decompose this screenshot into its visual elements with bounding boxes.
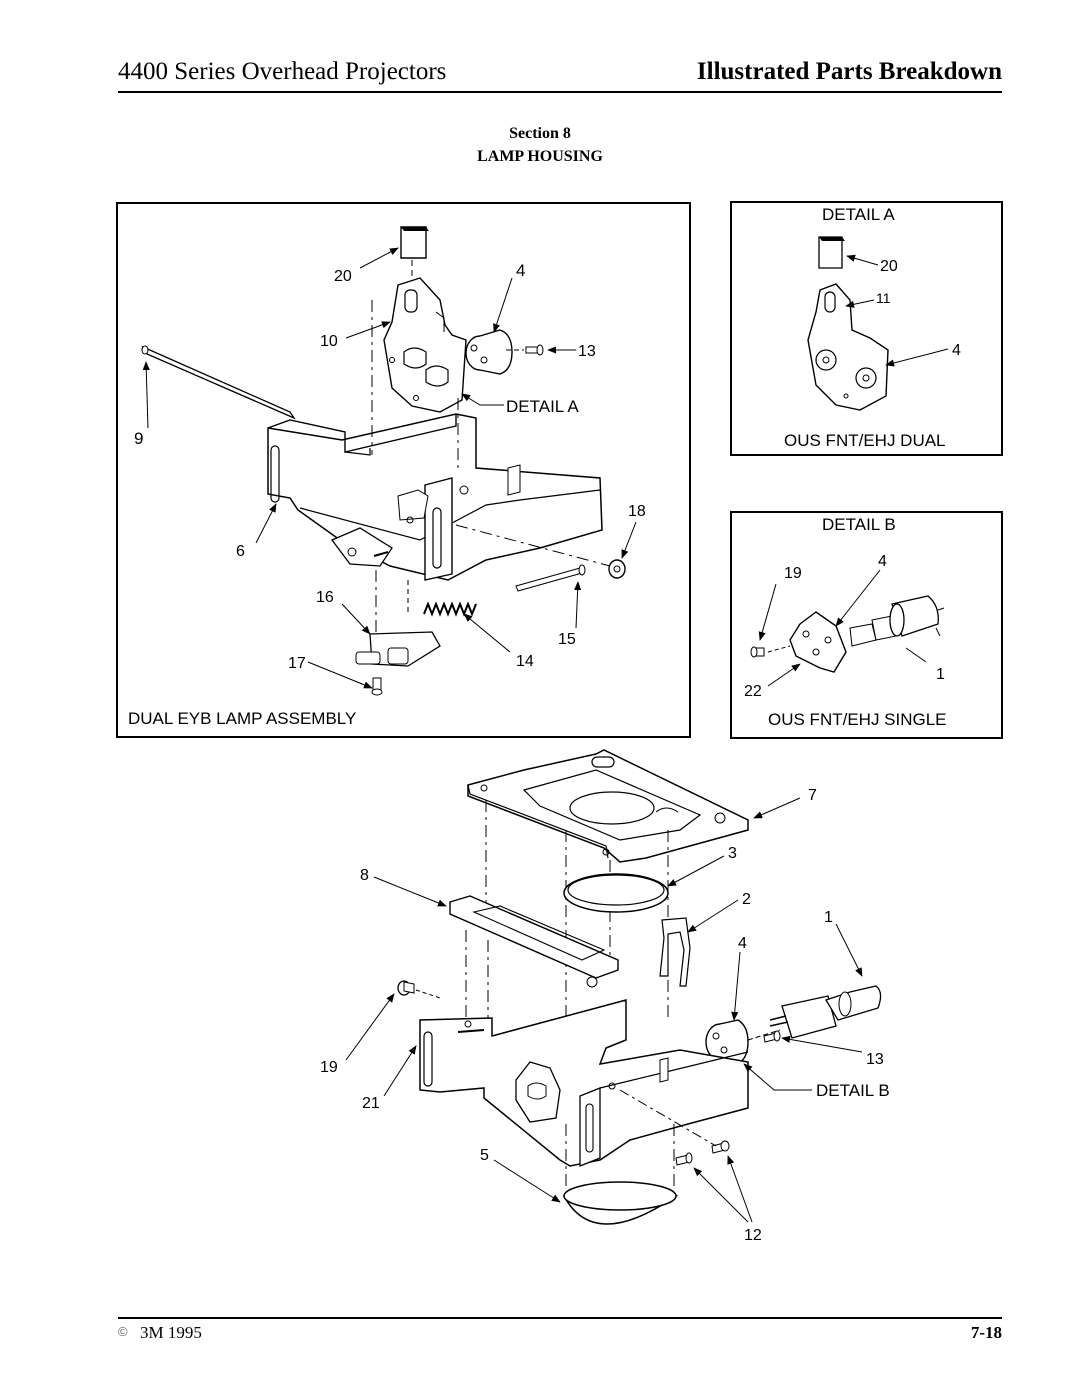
lower-callout-1: 1 [824,909,833,926]
lower-callout-4: 4 [738,935,747,952]
lower-callout-13: 13 [866,1051,884,1068]
figure-caption: DUAL EYB LAMP ASSEMBLY [128,709,356,728]
detail-b-callout-1: 1 [936,666,945,683]
lower-callout-21: 21 [362,1095,380,1112]
lower-callout-3: 3 [728,845,737,862]
detail-a-caption: OUS FNT/EHJ DUAL [784,431,946,450]
lower-exploded-figure: 7 3 8 2 1 4 19 13 DETAIL B 21 5 12 [320,749,890,1244]
detail-a-title: DETAIL A [822,205,895,224]
detail-b-title: DETAIL B [822,515,896,534]
section-name: LAMP HOUSING [477,148,603,165]
callout-6: 6 [236,543,245,560]
page-number: 7-18 [970,1323,1002,1342]
callout-16: 16 [316,589,334,606]
callout-18: 18 [628,503,646,520]
detail-a-figure: DETAIL A 20 11 4 OUS FNT/EHJ DUAL [730,201,1003,456]
callout-17: 17 [288,655,306,672]
callout-15: 15 [558,631,576,648]
dual-lamp-assembly-figure: 20 4 10 13 DETAIL A 9 18 6 16 15 17 14 D… [116,202,691,738]
detail-a-reference: DETAIL A [506,397,579,416]
callout-9: 9 [134,429,143,448]
header-rule [118,91,1002,93]
detail-a-callout-11: 11 [876,290,891,306]
lower-callout-2: 2 [742,891,751,908]
section-heading: Illustrated Parts Breakdown [696,58,1002,85]
callout-10: 10 [320,333,338,350]
callout-13: 13 [578,343,596,360]
footer-rule [118,1317,1002,1319]
callout-14: 14 [516,653,534,670]
document-title: 4400 Series Overhead Projectors [118,58,447,85]
detail-b-figure: DETAIL B 19 4 1 22 OUS FNT/EHJ SINGLE [730,511,1003,739]
detail-b-callout-19: 19 [784,565,802,582]
detail-b-reference: DETAIL B [816,1081,890,1100]
detail-a-callout-4: 4 [952,342,961,359]
detail-b-callout-22: 22 [744,683,762,700]
callout-20: 20 [334,268,352,285]
lower-callout-19: 19 [320,1059,338,1076]
detail-b-callout-4: 4 [878,553,887,570]
lower-callout-5: 5 [480,1147,489,1164]
footer-copyright: 3M 1995 [140,1323,202,1342]
lower-callout-8: 8 [360,867,369,884]
callout-4: 4 [516,261,525,280]
lower-callout-7: 7 [808,787,817,804]
detail-b-caption: OUS FNT/EHJ SINGLE [768,710,947,729]
section-number: Section 8 [509,125,571,142]
copyright-icon: © [118,1324,128,1339]
lower-callout-12: 12 [744,1227,762,1244]
detail-a-callout-20: 20 [880,258,898,275]
